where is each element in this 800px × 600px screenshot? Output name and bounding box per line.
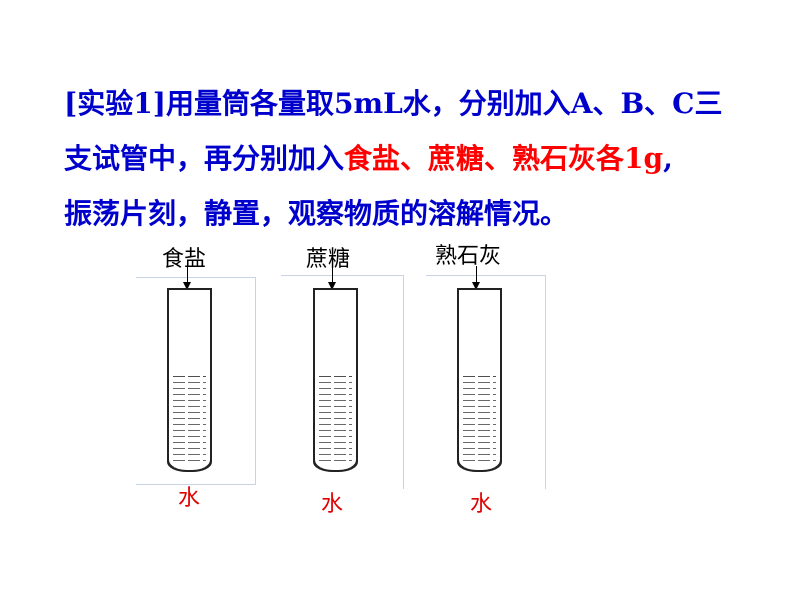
substance-label-salt: 食盐 — [162, 247, 207, 272]
tube-panel-3 — [426, 275, 546, 489]
instruction-line-3: 振荡片刻，静置，观察物质的溶解情况。 — [64, 197, 569, 230]
water-label-a: 水 — [178, 486, 201, 511]
instruction-line-2: 支试管中，再分别加入食盐、蔗糖、熟石灰各1g, — [64, 137, 673, 177]
water-fill — [173, 376, 206, 462]
test-tube-b — [313, 288, 358, 472]
water-label-c: 水 — [470, 492, 493, 517]
tube-panel-1 — [136, 277, 256, 485]
arrow-icon — [183, 266, 191, 290]
water-fill — [319, 376, 352, 462]
substance-label-sugar: 蔗糖 — [306, 247, 351, 272]
test-tube-c — [457, 288, 502, 472]
arrow-icon — [472, 266, 480, 290]
arrow-icon — [328, 266, 336, 290]
substances-highlight: 食盐、蔗糖、熟石灰各1g — [344, 142, 664, 175]
instruction-line-1: [实验1]用量筒各量取5mL水，分别加入A、B、C三 — [64, 87, 723, 120]
instruction-text: 支试管中，再分别加入 — [64, 142, 345, 175]
water-label-b: 水 — [321, 492, 344, 517]
comma: , — [663, 142, 673, 175]
water-fill — [463, 376, 496, 462]
tube-panel-2 — [281, 275, 404, 489]
substance-label-lime: 熟石灰 — [435, 244, 502, 269]
test-tube-a — [167, 288, 212, 472]
